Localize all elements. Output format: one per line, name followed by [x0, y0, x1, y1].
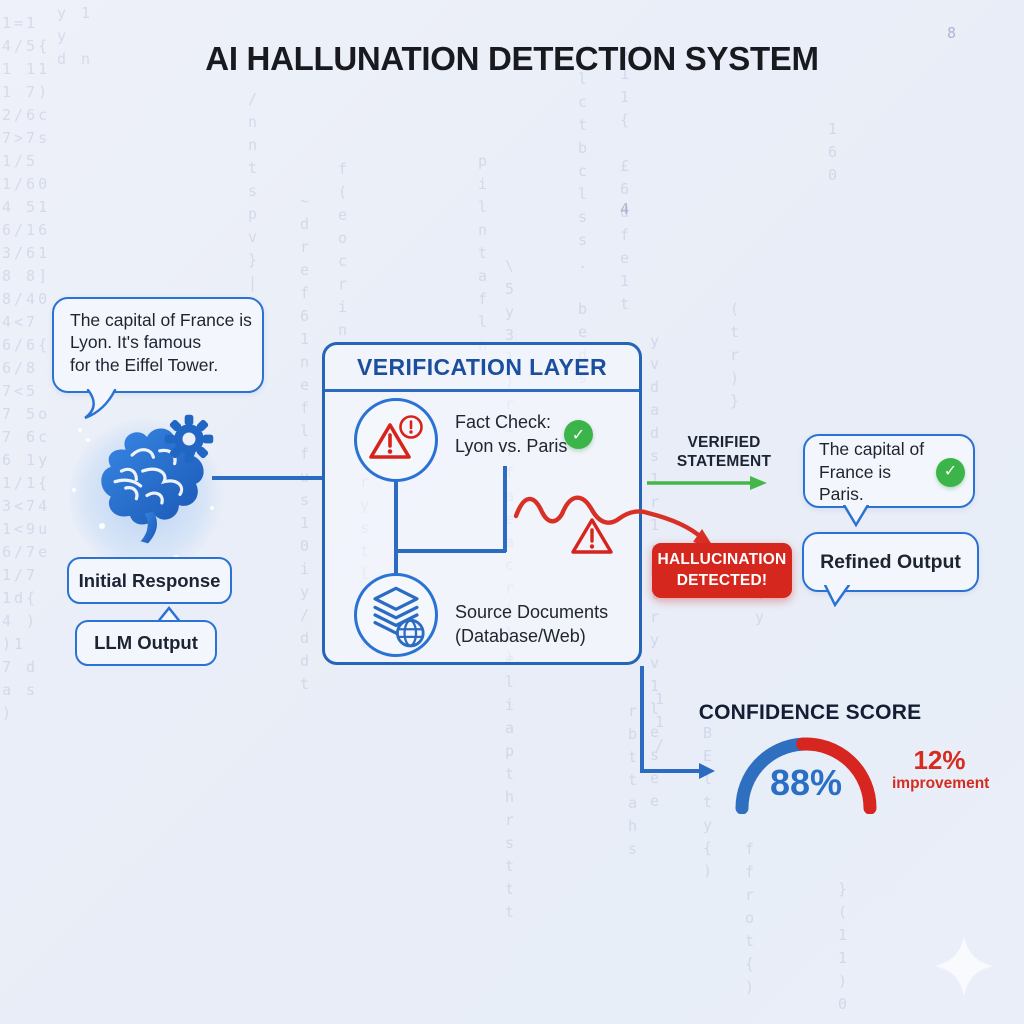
code-rain-column: 1=1 4/5{ 1 11 1 7) 2/6c 7>7s 1/5 1/60 4 … — [2, 14, 51, 722]
connector-inner-vertical — [503, 466, 507, 552]
refined-output-bubble: Refined Output — [802, 532, 979, 592]
code-rain-column: s 1 1 { £ 6 d f e 1 t — [620, 42, 633, 313]
warning-triangle-icon — [571, 518, 613, 554]
connector-brain-to-box — [212, 476, 324, 480]
layers-globe-icon — [373, 586, 425, 648]
code-rain-column: 4 — [620, 200, 633, 218]
verified-output-bubble: The capital of France is Paris. ✓ — [803, 434, 975, 508]
page-title: AI HALLUNATION DETECTION SYSTEM — [205, 40, 819, 77]
header-divider — [325, 389, 639, 392]
llm-output-label: LLM Output — [75, 620, 217, 666]
llm-input-bubble: The capital of France is Lyon. It's famo… — [52, 297, 264, 393]
source-documents-text: Source Documents (Database/Web) — [455, 602, 609, 647]
code-rain-column: B E l t y { ) — [703, 724, 716, 880]
confidence-gauge — [735, 737, 877, 814]
code-rain-column: r b t t a h s — [628, 702, 641, 858]
fact-check-node — [354, 398, 438, 482]
sparkle-icon — [934, 936, 994, 996]
code-rain-column: 1 1 / — [655, 690, 668, 754]
confidence-score-value: 88% — [769, 762, 843, 803]
speech-tail-icon — [824, 585, 850, 608]
code-rain-column: f f r o t { ) — [745, 840, 758, 996]
code-rain-column: l c t b c l s s . b e d s — [578, 70, 591, 387]
improvement-label: improvement — [892, 775, 990, 792]
code-rain-column: 8 — [947, 24, 960, 42]
arrow-right-icon — [699, 763, 715, 779]
speech-tail-up-icon — [156, 606, 182, 623]
speech-tail-icon — [84, 389, 117, 420]
hallucination-detected-badge: HALLUCINATION DETECTED! — [652, 543, 792, 598]
code-rain-column: / n n t s p v } | — [248, 90, 261, 292]
code-rain-column: 1 6 0 — [828, 120, 841, 184]
initial-response-label: Initial Response — [67, 557, 232, 604]
improvement-value: 12% — [913, 745, 966, 775]
alert-badge-icon — [399, 415, 423, 439]
code-rain-column: y 1 y d n — [57, 4, 94, 68]
gear-icon — [164, 414, 214, 464]
code-rain-column: y v d a d s 1 r 1 r h t r y v 1 l e s e … — [650, 332, 663, 810]
connector-factcheck-stem — [394, 481, 398, 575]
sparkle-dots — [78, 428, 82, 432]
speech-tail-icon — [843, 505, 869, 528]
verified-bubble-text: The capital of France is Paris. — [819, 438, 925, 505]
code-rain-column: } ( 1 1 ) 0 — [838, 880, 851, 1013]
verified-statement-label: VERIFIED STATEMENT — [676, 434, 772, 471]
warning-triangle-icon — [369, 423, 411, 459]
verification-layer-title: VERIFICATION LAYER — [356, 354, 607, 380]
connector-box-to-gauge-v — [640, 666, 644, 772]
check-icon: ✓ — [564, 420, 593, 449]
confidence-score-title: CONFIDENCE SCORE — [698, 701, 922, 724]
connector-box-to-gauge-h — [640, 769, 700, 773]
code-rain-column: f ( e o c r i n — [338, 160, 351, 339]
check-icon: ✓ — [936, 457, 965, 487]
code-rain-column: ~ d r e f 6 1 n e f l f u s 1 0 i y / d … — [300, 192, 313, 693]
code-rain-column: ( t r ) } — [730, 300, 743, 410]
connector-inner-horizontal — [394, 549, 506, 553]
fact-check-text: Fact Check: Lyon vs. Paris — [455, 412, 568, 457]
green-arrow-icon — [647, 476, 767, 490]
